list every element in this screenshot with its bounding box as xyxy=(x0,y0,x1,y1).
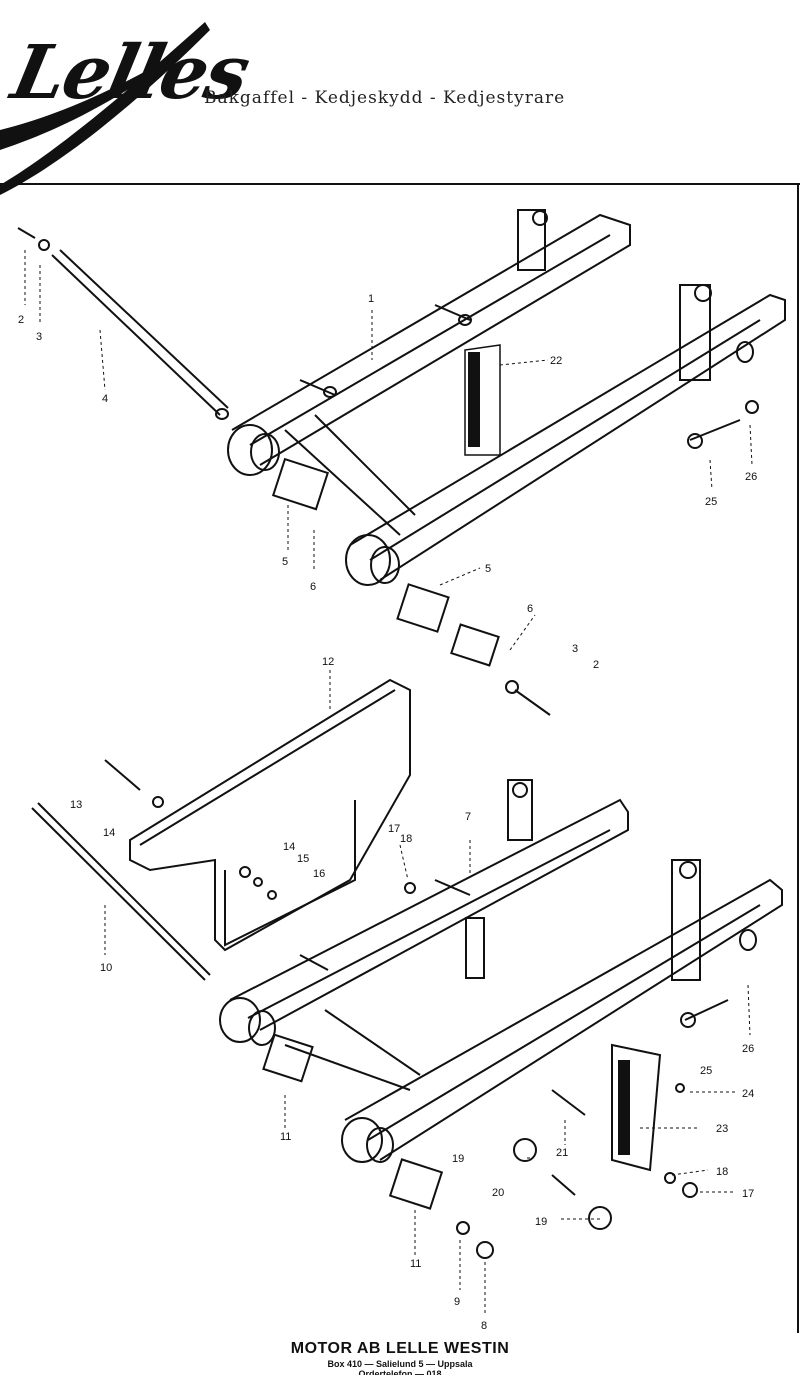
footer: MOTOR AB LELLE WESTIN Box 410 — Salielun… xyxy=(0,1340,800,1375)
company-address: Box 410 — Salielund 5 — Uppsala xyxy=(327,1359,473,1369)
part-label-14b: 14 xyxy=(283,841,295,853)
part-label-24: 24 xyxy=(742,1088,754,1100)
part-label-25a: 25 xyxy=(705,496,717,508)
part-label-13: 13 xyxy=(70,799,82,811)
swing-arm-top xyxy=(17,209,786,716)
part-label-18a: 18 xyxy=(400,833,412,845)
part-label-19b: 19 xyxy=(535,1216,547,1228)
part-label-26b: 26 xyxy=(742,1043,754,1055)
part-label-18b: 18 xyxy=(716,1166,728,1178)
part-label-19a: 19 xyxy=(452,1153,464,1165)
part-label-17a: 17 xyxy=(388,823,400,835)
leader-lines xyxy=(24,250,753,1315)
part-label-8: 8 xyxy=(481,1320,487,1332)
company-extra: Ordertelefon — 018 xyxy=(358,1369,442,1375)
part-label-4: 4 xyxy=(102,393,108,405)
part-label-17b: 17 xyxy=(742,1188,754,1200)
part-label-25b: 25 xyxy=(700,1065,712,1077)
part-label-12: 12 xyxy=(322,656,334,668)
part-label-21: 21 xyxy=(556,1147,568,1159)
part-label-6a: 6 xyxy=(310,581,316,593)
part-label-6b: 6 xyxy=(527,603,533,615)
part-label-9: 9 xyxy=(454,1296,460,1308)
part-label-2b: 2 xyxy=(593,659,599,671)
part-label-16: 16 xyxy=(313,868,325,880)
page-title: Bakgaffel - Kedjeskydd - Kedjestyrare xyxy=(204,88,566,108)
part-label-11b: 11 xyxy=(410,1258,421,1270)
frame-top-line xyxy=(0,183,800,185)
part-label-5b: 5 xyxy=(485,563,491,575)
part-label-10: 10 xyxy=(100,962,112,974)
part-label-23: 23 xyxy=(716,1123,728,1135)
part-label-7: 7 xyxy=(465,811,471,823)
part-label-2: 2 xyxy=(18,314,24,326)
part-label-3b: 3 xyxy=(572,643,578,655)
company-name: MOTOR AB LELLE WESTIN xyxy=(290,1340,510,1357)
part-label-5a: 5 xyxy=(282,556,288,568)
part-label-15: 15 xyxy=(297,853,309,865)
part-label-22: 22 xyxy=(550,355,562,367)
part-label-14a: 14 xyxy=(103,827,115,839)
part-label-20: 20 xyxy=(492,1187,504,1199)
chain-guard-and-arm xyxy=(31,678,783,1259)
part-label-11a: 11 xyxy=(280,1131,291,1143)
part-label-1: 1 xyxy=(368,293,374,305)
frame-right-line xyxy=(797,183,799,1333)
part-label-26a: 26 xyxy=(745,471,757,483)
part-label-3: 3 xyxy=(36,331,42,343)
